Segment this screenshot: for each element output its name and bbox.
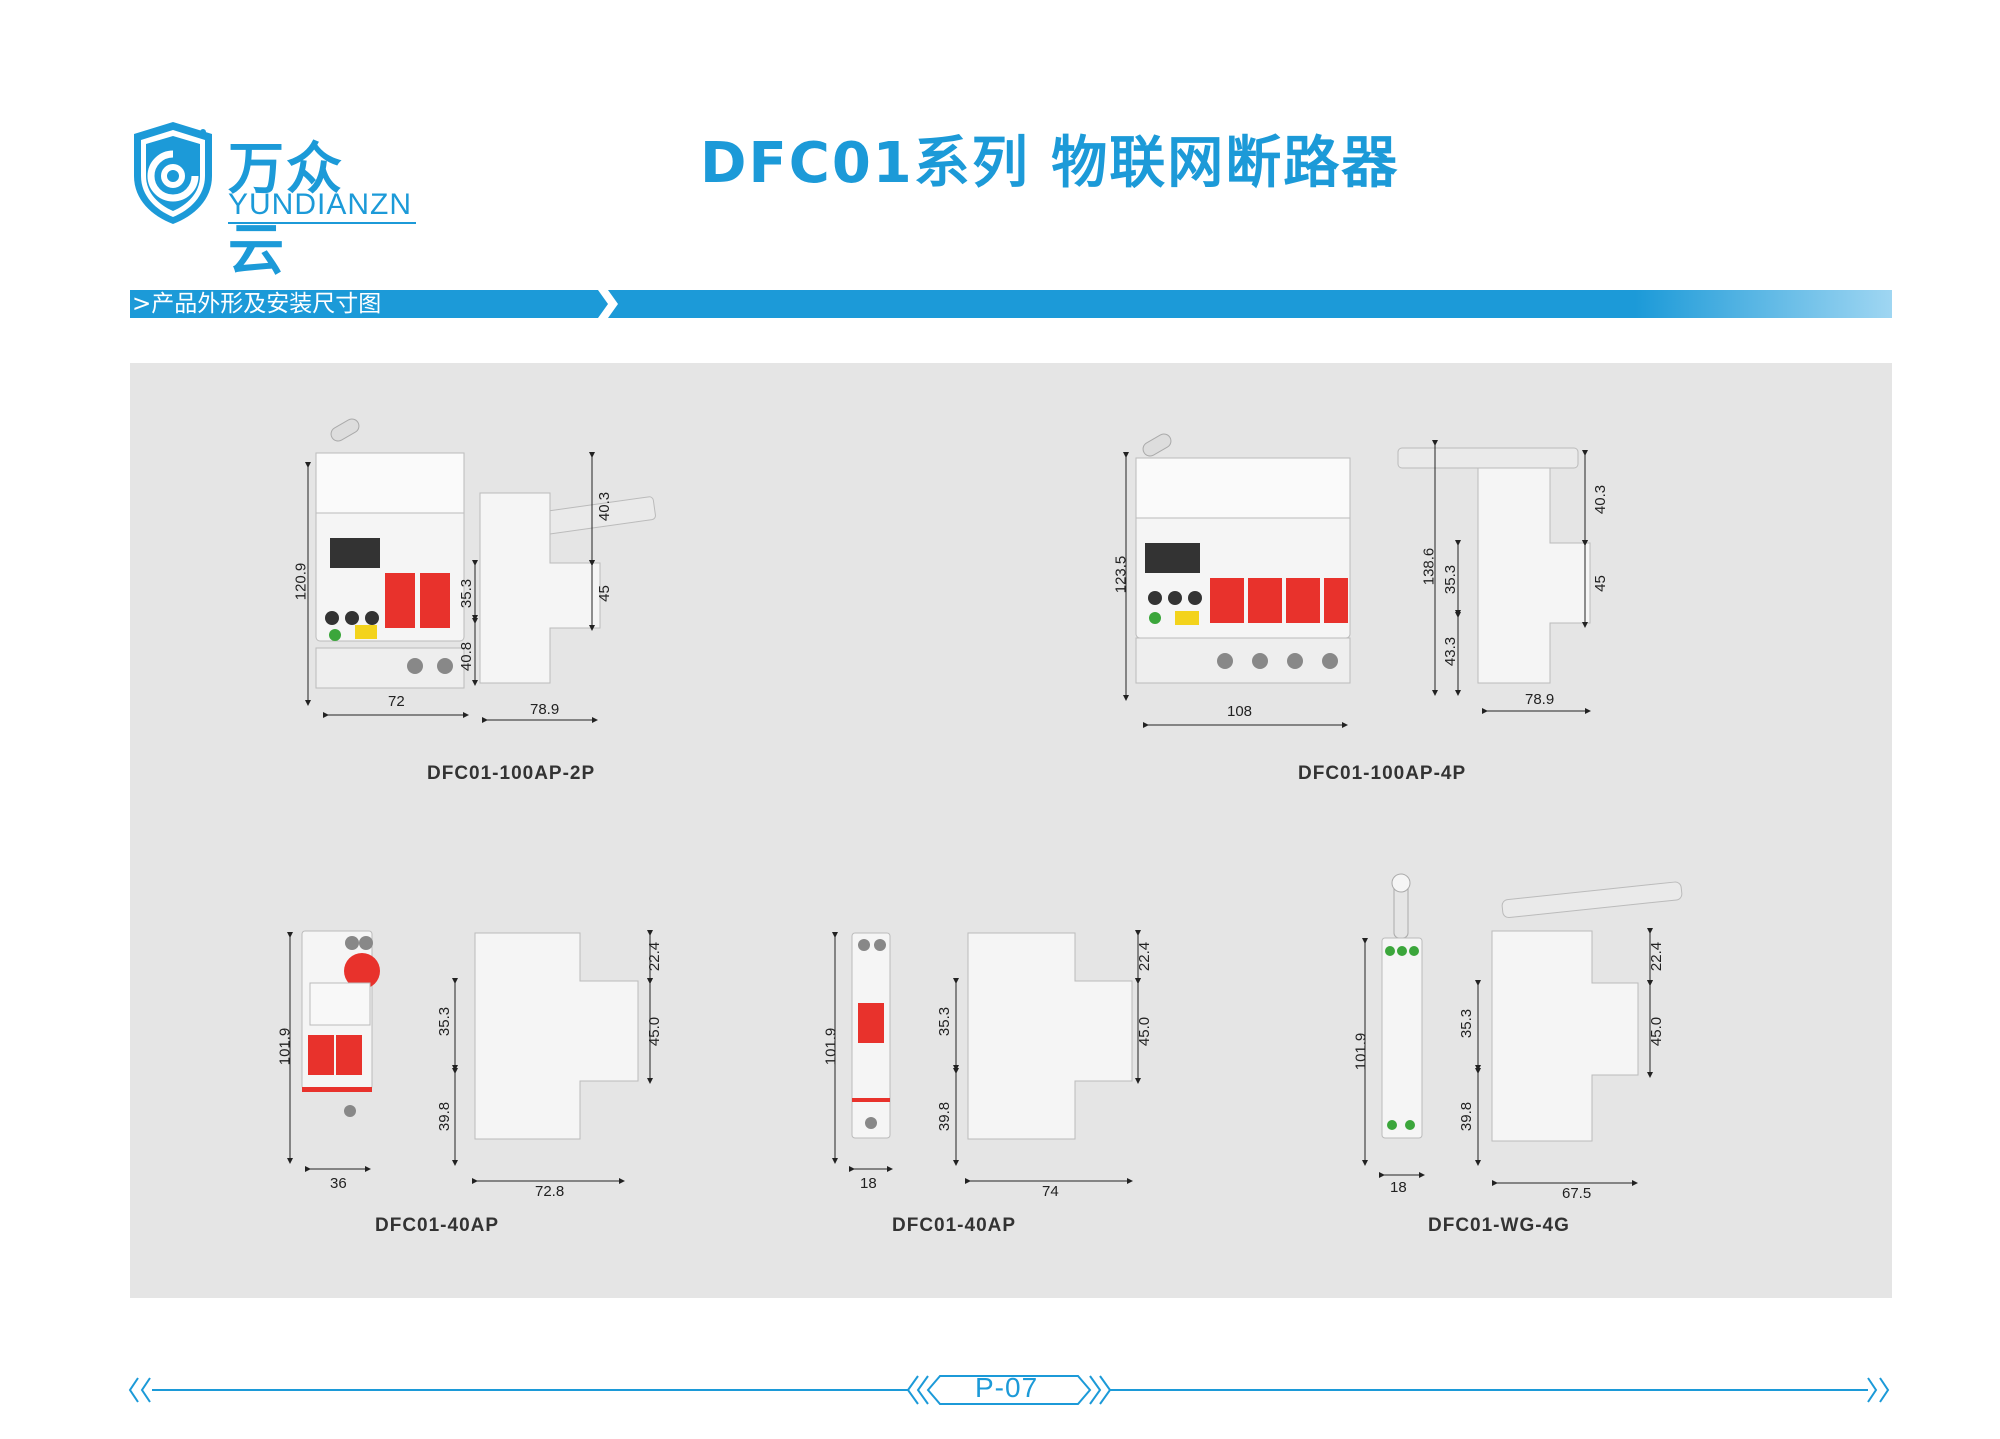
- footer-rule: [128, 1372, 1890, 1408]
- model-label-40ap-36: DFC01-40AP: [375, 1215, 500, 1236]
- page-number: P-07: [975, 1372, 1039, 1403]
- dim-40ap36-width: 36: [330, 1175, 347, 1192]
- dim-40ap18-height: 101.9: [822, 1027, 840, 1066]
- dim-2p-width: 72: [388, 693, 405, 710]
- product-wg4g-side-drawing: [1475, 881, 1683, 1186]
- product-4p-side-drawing: [1397, 440, 1591, 714]
- model-label-2p: DFC01-100AP-2P: [427, 763, 596, 784]
- product-40ap-36-front-drawing: [287, 930, 380, 1172]
- dim-2p-side-mid: 45: [595, 585, 613, 602]
- brand-name-en: YUNDIANZN: [228, 188, 413, 221]
- dim-wg4g-side-a: 35.3: [1458, 1008, 1476, 1039]
- brand-name-cn: 万众云: [228, 137, 344, 283]
- dim-40ap18-side-top: 22.4: [1136, 941, 1154, 972]
- drawing-panel: 120.9 72 40.3 45 35.3 40.8 78.9 DFC01-10…: [130, 363, 1892, 1298]
- dim-40ap18-side-b: 39.8: [936, 1101, 954, 1132]
- page-title: DFC01系列 物联网断路器: [700, 131, 1400, 196]
- dim-40ap36-side-mid: 45.0: [646, 1016, 664, 1047]
- dim-wg4g-side-b: 39.8: [1458, 1101, 1476, 1132]
- product-2p-front-drawing: [305, 418, 469, 718]
- dimension-drawings: [287, 418, 1683, 1186]
- dim-2p-side-b: 40.8: [458, 641, 476, 672]
- dim-40ap36-height: 101.9: [276, 1027, 294, 1066]
- dim-40ap18-depth: 74: [1042, 1183, 1059, 1200]
- product-40ap-36-side-drawing: [452, 930, 653, 1184]
- dim-40ap36-side-top: 22.4: [646, 941, 664, 972]
- dim-2p-depth: 78.9: [530, 701, 560, 718]
- dim-wg4g-height: 101.9: [1352, 1032, 1370, 1071]
- dim-4p-height: 123.5: [1112, 555, 1130, 594]
- product-40ap-18-side-drawing: [953, 930, 1141, 1184]
- dim-2p-side-a: 35.3: [458, 578, 476, 609]
- dim-40ap18-width: 18: [860, 1175, 877, 1192]
- model-label-4p: DFC01-100AP-4P: [1298, 763, 1467, 784]
- dim-40ap36-side-b: 39.8: [436, 1101, 454, 1132]
- dim-2p-height: 120.9: [292, 562, 310, 601]
- dim-wg4g-side-mid: 45.0: [1648, 1016, 1666, 1047]
- dim-4p-width: 108: [1227, 703, 1253, 720]
- dim-4p-total: 138.6: [1420, 547, 1438, 586]
- dim-40ap18-side-a: 35.3: [936, 1006, 954, 1037]
- dim-wg4g-side-top: 22.4: [1648, 941, 1666, 972]
- dim-40ap36-depth: 72.8: [535, 1183, 565, 1200]
- dim-4p-depth: 78.9: [1525, 691, 1555, 708]
- model-label-40ap-18: DFC01-40AP: [892, 1215, 1017, 1236]
- product-40ap-18-front-drawing: [832, 932, 893, 1172]
- dim-2p-side-top: 40.3: [596, 491, 614, 522]
- dim-4p-side-b: 43.3: [1442, 636, 1460, 667]
- dim-wg4g-depth: 67.5: [1562, 1185, 1592, 1202]
- dim-4p-side-a: 35.3: [1442, 564, 1460, 595]
- product-2p-side-drawing: [472, 452, 656, 723]
- dim-4p-side-top: 40.3: [1592, 484, 1610, 515]
- product-4p-front-drawing: [1123, 433, 1351, 728]
- shield-logo-icon: [134, 122, 212, 224]
- brand-logo: 万众云 YUNDIANZN: [128, 118, 416, 283]
- brand-underline: [228, 222, 416, 224]
- section-title: >产品外形及安装尺寸图: [132, 291, 382, 317]
- dim-wg4g-width: 18: [1390, 1179, 1407, 1196]
- dim-40ap36-side-a: 35.3: [436, 1006, 454, 1037]
- dim-40ap18-side-mid: 45.0: [1136, 1016, 1154, 1047]
- product-wg4g-front-drawing: [1362, 873, 1425, 1178]
- model-label-wg4g: DFC01-WG-4G: [1428, 1215, 1570, 1236]
- dim-4p-side-mid: 45: [1591, 575, 1609, 592]
- section-bar: [130, 290, 1892, 318]
